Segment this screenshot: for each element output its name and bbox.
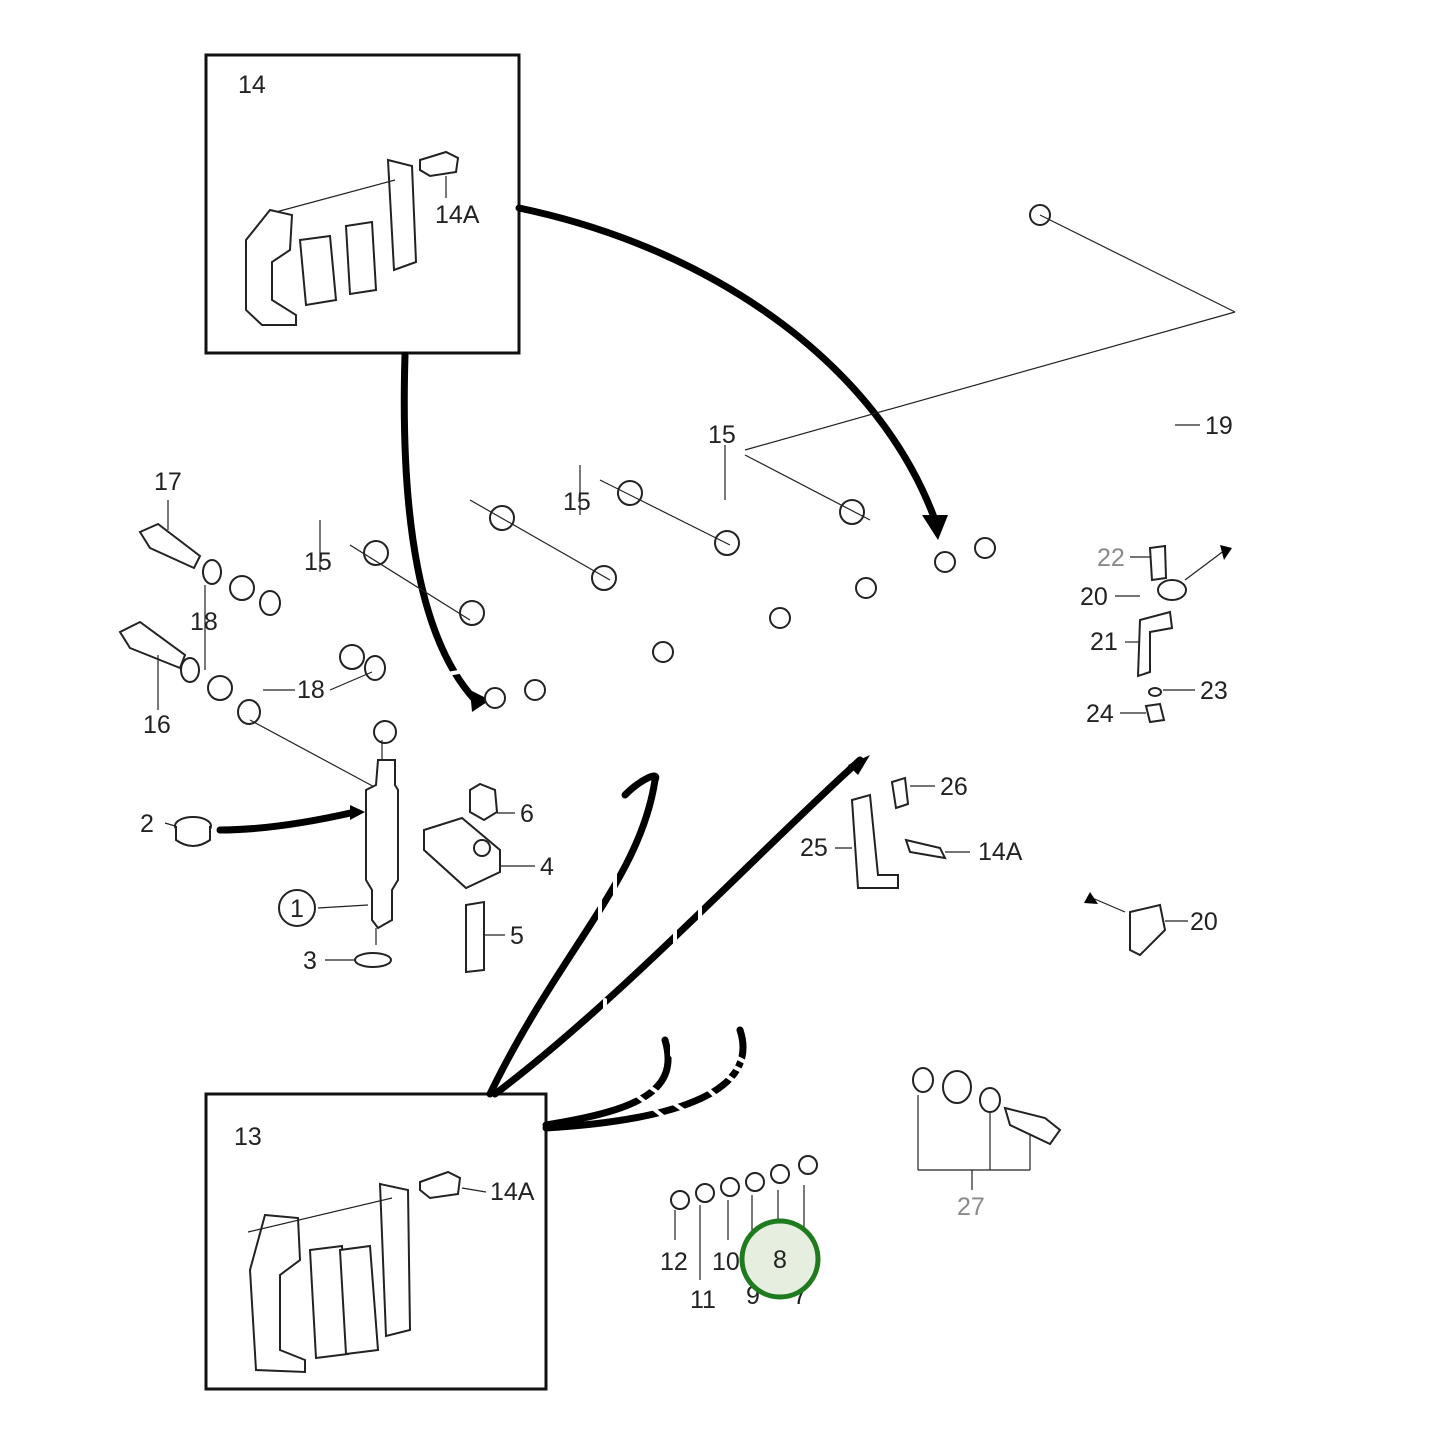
callout-26: 26 bbox=[940, 773, 968, 801]
callout-20-b: 20 bbox=[1190, 908, 1218, 936]
callout-15-c: 15 bbox=[304, 548, 332, 576]
callout-3: 3 bbox=[303, 947, 317, 975]
callout-11: 11 bbox=[690, 1286, 716, 1314]
highlighted-callout-8[interactable]: 8 bbox=[739, 1218, 821, 1300]
callout-24: 24 bbox=[1086, 700, 1114, 728]
injector-pipe-bundle bbox=[373, 528, 1077, 967]
banjo-assembly-27 bbox=[912, 1067, 1062, 1171]
callout-6: 6 bbox=[520, 800, 534, 828]
banjo-bolts bbox=[118, 500, 386, 791]
callout-leaders bbox=[164, 424, 1200, 1190]
clamp-bracket-icon bbox=[245, 150, 460, 326]
callout-18-a: 18 bbox=[190, 608, 218, 636]
callout-16: 16 bbox=[143, 711, 171, 739]
callout-18-b: 18 bbox=[297, 676, 325, 704]
detail-box-13: 13 14A bbox=[204, 1092, 548, 1391]
callout-17: 17 bbox=[154, 468, 182, 496]
seal-2 bbox=[174, 816, 212, 847]
callout-20-a: 20 bbox=[1080, 583, 1108, 611]
detail-box-13-label: 13 bbox=[234, 1123, 262, 1151]
callout-22: 22 bbox=[1097, 544, 1125, 572]
callout-12: 12 bbox=[660, 1248, 688, 1276]
callout-23: 23 bbox=[1200, 677, 1228, 705]
clip-assembly-20-24 bbox=[1084, 544, 1232, 957]
bracket-25 bbox=[850, 776, 947, 889]
callout-2: 2 bbox=[140, 810, 154, 838]
callout-4: 4 bbox=[540, 853, 554, 881]
callout-15-a: 15 bbox=[708, 421, 736, 449]
callout-1-circle bbox=[278, 889, 316, 927]
callout-19: 19 bbox=[1205, 412, 1233, 440]
callout-14a-top: 14A bbox=[435, 201, 480, 229]
callout-8: 8 bbox=[773, 1246, 787, 1274]
callout-25: 25 bbox=[800, 834, 828, 862]
pipe-19 bbox=[744, 183, 1327, 1082]
detail-box-14: 14 14A bbox=[204, 53, 521, 355]
callout-14a-bottom: 14A bbox=[490, 1178, 535, 1206]
injector-clamp-4 bbox=[423, 782, 501, 974]
callout-14a: 14A bbox=[978, 838, 1023, 866]
reference-arrows bbox=[400, 204, 948, 1132]
callout-1: 1 bbox=[290, 895, 304, 923]
injector-pipes-15 bbox=[207, 443, 871, 701]
callout-5: 5 bbox=[510, 922, 524, 950]
callout-21: 21 bbox=[1090, 628, 1118, 656]
injector-1 bbox=[174, 740, 399, 968]
detail-box-14-label: 14 bbox=[238, 71, 266, 99]
callout-10: 10 bbox=[712, 1248, 740, 1276]
lower-pipe-bundle bbox=[603, 988, 822, 1280]
callout-15-b: 15 bbox=[563, 488, 591, 516]
clamp-bracket-icon bbox=[247, 1170, 487, 1374]
callout-27: 27 bbox=[957, 1193, 985, 1221]
